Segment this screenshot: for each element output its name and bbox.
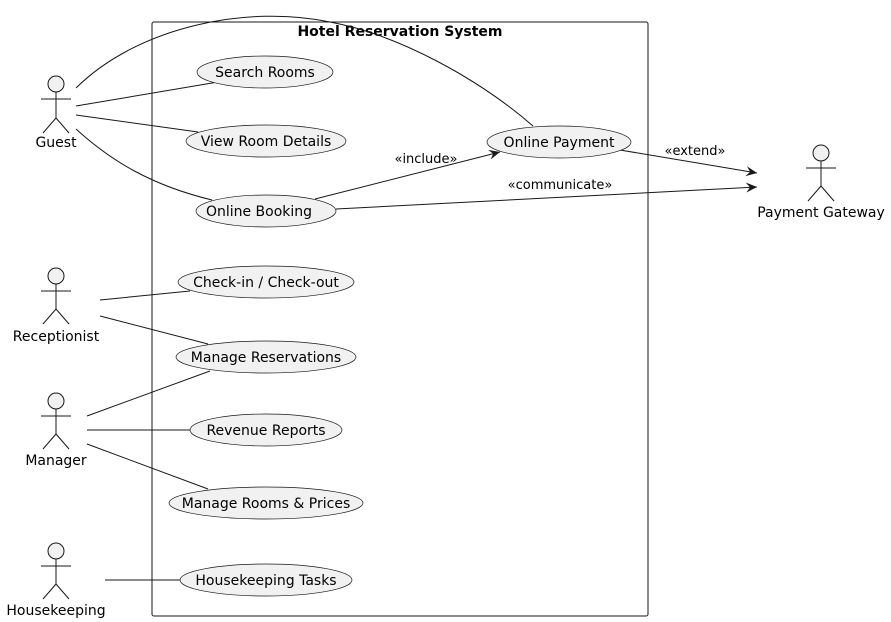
use-case-label: Search Rooms: [215, 65, 315, 81]
stick-figure-icon: [41, 75, 71, 134]
actor-receptionist[interactable]: Receptionist: [13, 267, 100, 345]
use-case-label: Online Booking: [206, 204, 312, 220]
actor-label: Manager: [25, 453, 87, 469]
guest-to-online-payment-line: [75, 15, 534, 127]
guest-to-search-rooms-line: [75, 81, 219, 107]
receptionist-to-checkin-line: [99, 290, 191, 301]
actor-label: Housekeeping: [6, 603, 105, 619]
extend-arrow: [619, 149, 758, 177]
guest-to-online-booking-line: [75, 128, 213, 201]
actor-label: Receptionist: [13, 329, 100, 345]
stick-figure-icon: [806, 144, 836, 202]
use-case-label: View Room Details: [201, 134, 332, 150]
system-boundary: Hotel Reservation System: [151, 21, 649, 617]
receptionist-to-manage-reservations-line: [99, 315, 209, 345]
use-case-label: Manage Reservations: [191, 350, 341, 366]
include-arrow: [314, 149, 501, 200]
system-title: Hotel Reservation System: [297, 24, 502, 40]
actor-payment-gateway[interactable]: Payment Gateway: [757, 144, 885, 221]
use-case-view-room-details[interactable]: View Room Details: [185, 124, 347, 158]
use-case-search-rooms[interactable]: Search Rooms: [196, 55, 334, 89]
communicate-label: «communicate»: [508, 178, 613, 193]
use-case-online-booking[interactable]: Online Booking: [195, 194, 337, 228]
use-case-housekeeping-tasks[interactable]: Housekeeping Tasks: [179, 563, 353, 597]
stick-figure-icon: [41, 542, 71, 600]
actor-guest[interactable]: Guest: [35, 75, 77, 151]
actor-label: Payment Gateway: [757, 205, 885, 221]
stick-figure-icon: [41, 267, 71, 325]
associations: «include» «extend» «communicate»: [75, 15, 758, 581]
stick-figure-icon: [41, 392, 71, 450]
use-case-online-payment[interactable]: Online Payment: [486, 125, 632, 159]
guest-to-view-room-details-line: [75, 114, 199, 133]
extend-label: «extend»: [665, 144, 726, 159]
use-case-manage-reservations[interactable]: Manage Reservations: [175, 340, 357, 374]
use-case-label: Housekeeping Tasks: [195, 573, 336, 589]
actor-label: Guest: [35, 135, 77, 151]
use-case-label: Revenue Reports: [206, 423, 325, 439]
use-case-label: Check-in / Check-out: [193, 275, 339, 291]
use-case-revenue-reports[interactable]: Revenue Reports: [189, 413, 343, 447]
actor-manager[interactable]: Manager: [25, 392, 87, 469]
use-case-label: Online Payment: [504, 135, 615, 151]
use-case-checkin-checkout[interactable]: Check-in / Check-out: [177, 265, 355, 299]
manager-to-manage-rooms-line: [86, 443, 209, 490]
communicate-arrow: [335, 182, 758, 210]
manager-to-manage-reservations-line: [86, 370, 211, 417]
use-case-manage-rooms-prices[interactable]: Manage Rooms & Prices: [168, 486, 364, 520]
use-case-label: Manage Rooms & Prices: [182, 496, 351, 512]
include-label: «include»: [394, 152, 457, 167]
actor-housekeeping[interactable]: Housekeeping: [6, 542, 106, 619]
